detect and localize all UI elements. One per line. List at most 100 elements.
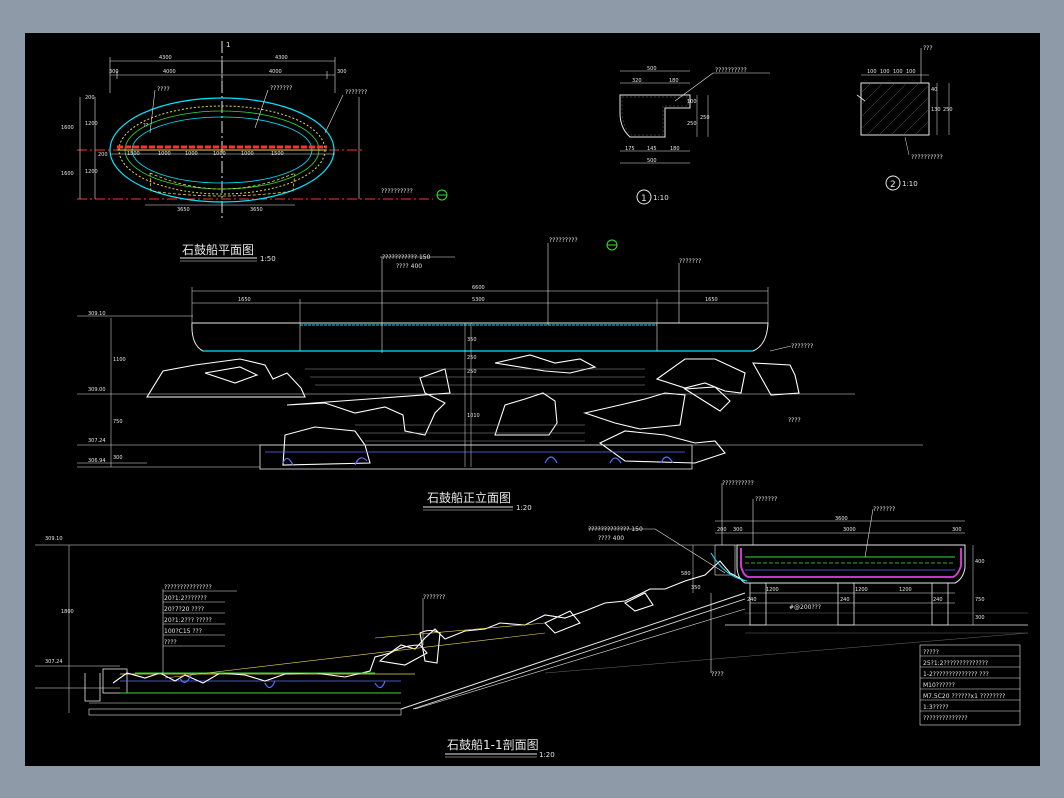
section-dim-side-0: 1800 [61, 609, 74, 615]
section-note-3: M10?????? [923, 682, 955, 689]
section-note-4: M7.5C20 ??????x1 ???????? [923, 693, 1005, 700]
plan-dim-inner-4: 1000 [241, 151, 254, 157]
elev-level-1: 309.00 [88, 387, 106, 393]
plan-dim-bottom-1: 3650 [250, 207, 263, 213]
section-dim-mid-1: 1200 [855, 587, 868, 593]
elev-level-2: 307.24 [88, 438, 106, 444]
elev-dim-left-0: 1100 [113, 357, 126, 363]
detail2-number-circle [885, 175, 901, 191]
detail1-scale: 1:10 [653, 194, 669, 202]
section-dim-mid2-1: 240 [840, 597, 850, 603]
section-level-1: 307.24 [45, 659, 63, 665]
section-dim-top-1: 3600 [835, 516, 848, 522]
section-label-a: ????????????? 150 [588, 526, 643, 533]
plan-outer-rim [109, 97, 335, 203]
plan-scale: 1:50 [260, 255, 276, 263]
plan-label-a: ???? [157, 86, 170, 93]
detail1-dim-bottom-1: 145 [647, 146, 657, 152]
detail-1: 500 320 180 175 145 180 500 100 250 250 … [619, 66, 770, 205]
plan-dim-inner-2: 1000 [185, 151, 198, 157]
elev-label-a2: ???? 400 [396, 263, 422, 270]
section-dim-mid2-2: 240 [933, 597, 943, 603]
plan-title: 石鼓船平面图 [182, 243, 254, 257]
plan-dim-mid-3: 300 [337, 69, 347, 75]
section-label-a2: ???? 400 [598, 535, 624, 542]
section-layer-1: 20?1:2??????? [164, 595, 207, 602]
detail2-dim-top-2: 100 [893, 69, 903, 75]
elev-dim-left-1: 750 [113, 419, 123, 425]
elev-label-e: ???? [788, 417, 801, 424]
elev-label-c: ??????? [679, 258, 701, 265]
detail1-dim-bottom-0: 175 [625, 146, 635, 152]
detail2-dim-top-1: 100 [880, 69, 890, 75]
detail1-dim-side-2: 250 [700, 115, 710, 121]
detail1-dim-top-1: 320 [632, 78, 642, 84]
section-dim-mid-0: 1200 [766, 587, 779, 593]
elevation-view: 309.10 309.00 307.24 306.94 1100 750 300… [77, 237, 923, 512]
section-dim-top-0: 300 [733, 527, 743, 533]
section-dim-side-5: 300 [975, 615, 985, 621]
detail2-number: 2 [890, 180, 896, 190]
elev-dim-mid-2: 1650 [705, 297, 718, 303]
plan-dim-mid-0: 300 [109, 69, 119, 75]
section-layer-2: 20?7?20 ???? [164, 606, 204, 613]
elev-rockwork [146, 354, 800, 466]
plan-dim-mid-2: 4000 [269, 69, 282, 75]
plan-dim-inner-5: 1500 [271, 151, 284, 157]
detail2-dim-side-1: 130 [931, 107, 941, 113]
elev-label-b: ????????? [549, 237, 578, 244]
detail1-number-circle [636, 189, 652, 205]
plan-label-d: ?? [143, 123, 149, 129]
detail1-dim-top-2: 180 [669, 78, 679, 84]
plan-label-c: ??????? [345, 89, 367, 96]
detail1-number: 1 [641, 194, 647, 204]
detail1-dim-bottom-2: 180 [670, 146, 680, 152]
cad-drawing-canvas: 1 4300 4300 300 4000 [25, 33, 1040, 766]
section-dim-mid2-0: 240 [747, 597, 757, 603]
section-dim-top2-2: 3000 [843, 527, 856, 533]
section-dim-side-4: 750 [975, 597, 985, 603]
plan-dim-left-1: 1200 [85, 121, 98, 127]
detail2-dim-top-0: 100 [867, 69, 877, 75]
plan-dim-top-1: 4300 [275, 55, 288, 61]
elevation-title: 石鼓船正立面图 [427, 490, 511, 505]
plan-dim-inner-1: 1000 [158, 151, 171, 157]
section-scale: 1:20 [539, 751, 555, 759]
section-layer-5: ???? [164, 639, 177, 646]
cad-drawing: 1 4300 4300 300 4000 [35, 41, 1029, 759]
plan-label-b: ??????? [270, 85, 292, 92]
section-dim-mid-2: 1200 [899, 587, 912, 593]
elev-dim-mid-0: 1650 [238, 297, 251, 303]
section-boat [710, 544, 1028, 626]
section-dim-side-3: 400 [975, 559, 985, 565]
plan-label-e: ?????????? [381, 188, 413, 195]
detail1-label: ?????????? [715, 67, 747, 74]
elev-level-3: 306.94 [88, 458, 106, 464]
detail1-dim-side-0: 100 [687, 99, 697, 105]
section-label-f: ???? [711, 671, 724, 678]
plan-dim-left-3: 200 [98, 152, 108, 158]
detail2-label-top: ??? [923, 45, 933, 52]
plan-dim-left-outer-1: 1600 [61, 171, 74, 177]
plan-dim-inner-3: 1000 [213, 151, 226, 157]
section-layer-3: 20?1:2??? ????? [164, 617, 212, 624]
plan-dim-inner-0: 1500 [127, 151, 140, 157]
detail1-dim-top-0: 500 [647, 66, 657, 72]
section-note-0: ????? [923, 649, 939, 656]
detail2-label-bottom: ?????????? [911, 154, 943, 161]
plan-dim-left-outer-0: 1600 [61, 125, 74, 131]
elev-dim-center-1: 250 [467, 355, 477, 361]
section-dim-side-2: 350 [691, 585, 701, 591]
section-note-2: 1-2?????????????? ??? [923, 671, 989, 678]
plan-dim-bottom-0: 3650 [177, 207, 190, 213]
section-label-e: ??????? [423, 594, 445, 601]
plan-section-mark: 1 [226, 41, 230, 49]
section-dim-side-1: 580 [681, 571, 691, 577]
section-note-6: ?????????????? [923, 715, 968, 722]
elev-boat-hull [191, 322, 769, 352]
detail2-dim-top-3: 100 [906, 69, 916, 75]
section-title: 石鼓船1-1剖面图 [447, 738, 539, 752]
section-level-0: 309.10 [45, 536, 63, 542]
section-label-c: ??????? [755, 496, 777, 503]
detail1-dim-side-1: 250 [687, 121, 697, 127]
